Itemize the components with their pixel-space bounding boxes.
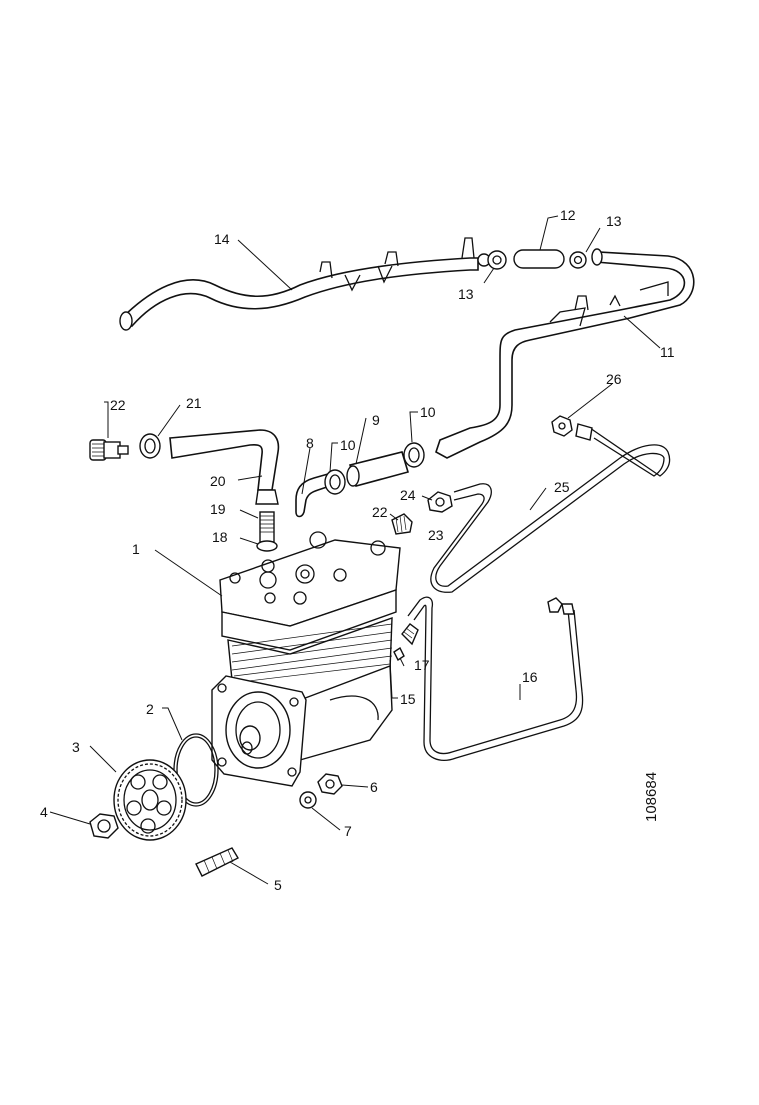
label-25: 25 (554, 479, 570, 495)
pipe-25 (430, 427, 671, 593)
label-20: 20 (210, 473, 226, 489)
label-15: 15 (400, 691, 416, 707)
label-24: 24 (400, 487, 416, 503)
label-21: 21 (186, 395, 202, 411)
label-9: 9 (372, 412, 380, 428)
fitting-22-left (89, 439, 129, 461)
label-23: 23 (428, 527, 444, 543)
label-10-left: 10 (340, 437, 356, 453)
label-4: 4 (40, 804, 48, 820)
hose-clamp-10-right (403, 442, 425, 468)
label-8: 8 (306, 435, 314, 451)
label-18: 18 (212, 529, 228, 545)
fitting-24 (427, 491, 453, 513)
label-13-right: 13 (606, 213, 622, 229)
nut-19 (255, 489, 279, 505)
label-2: 2 (146, 701, 154, 717)
hose-clamp-13-right (569, 251, 587, 269)
label-13-left: 13 (458, 286, 474, 302)
label-10-right: 10 (420, 404, 436, 420)
hose-12 (513, 249, 565, 269)
label-3: 3 (72, 739, 80, 755)
label-22-right: 22 (372, 504, 388, 520)
stud-5 (195, 847, 239, 877)
label-5: 5 (274, 877, 282, 893)
coolant-pipe-upper (119, 237, 479, 331)
nut-6 (317, 773, 343, 795)
fitting-19 (259, 511, 275, 543)
label-14: 14 (214, 231, 230, 247)
label-7: 7 (344, 823, 352, 839)
washer-7 (299, 791, 317, 809)
callout-labels: 14 12 13 13 11 22 21 9 10 8 10 26 20 24 … (40, 207, 675, 893)
washer-18 (256, 540, 278, 552)
hose-8 (295, 472, 331, 518)
air-compressor (211, 531, 401, 787)
label-16: 17 (414, 657, 430, 673)
pipe-17 (407, 596, 584, 761)
fitting-26 (551, 415, 593, 441)
fitting-22-right (391, 513, 413, 535)
hose-clamp-13-left (477, 250, 507, 270)
label-22-left: 22 (110, 397, 126, 413)
figure-id: 108684 (643, 772, 660, 822)
label-1: 1 (132, 541, 140, 557)
hose-clamp-21 (139, 433, 161, 459)
label-17: 16 (522, 669, 538, 685)
label-12: 12 (560, 207, 576, 223)
label-26: 26 (606, 371, 622, 387)
coolant-pipe-11 (435, 248, 695, 459)
label-6: 6 (370, 779, 378, 795)
hose-clamp-10-left (324, 469, 346, 495)
fitting-16 (401, 623, 419, 646)
washer-15 (393, 646, 405, 662)
drive-gear-3 (113, 759, 187, 841)
label-11: 11 (660, 344, 675, 360)
gear-nut-4 (89, 813, 119, 839)
hose-9 (346, 451, 410, 487)
label-19: 19 (210, 501, 226, 517)
leader-lines (49, 215, 661, 885)
